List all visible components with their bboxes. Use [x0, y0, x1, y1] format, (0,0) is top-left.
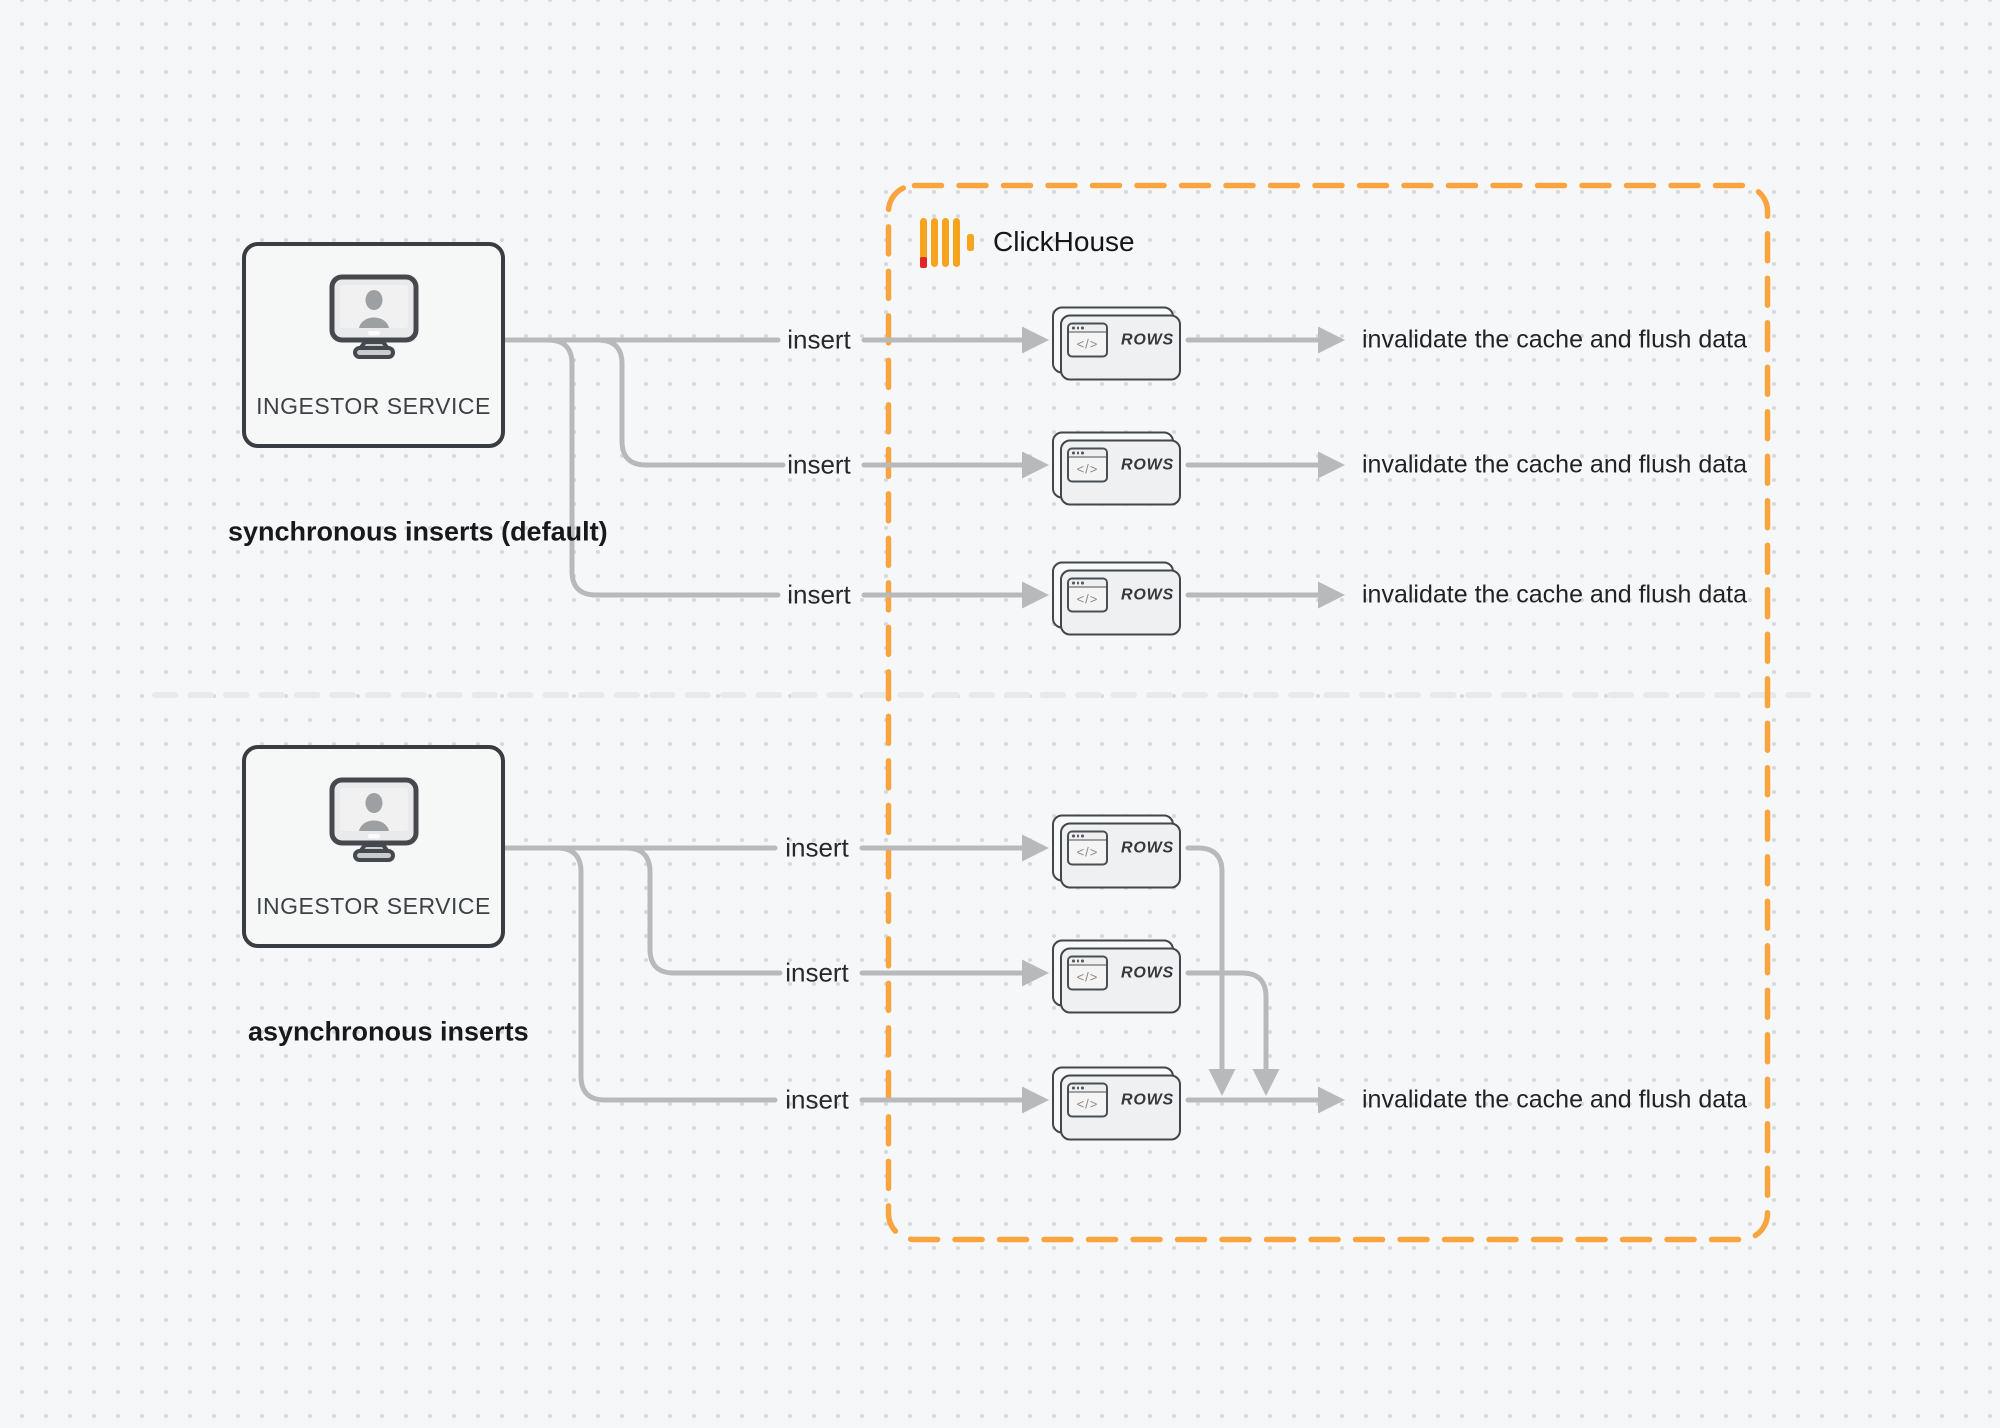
sync-connectors [502, 337, 1321, 598]
code-glyph: </> [1076, 336, 1099, 352]
code-window-icon: </> [1067, 955, 1108, 991]
rows-card-label: ROWS [1121, 839, 1174, 856]
code-glyph: </> [1076, 844, 1099, 860]
insert-label: insert [785, 1084, 849, 1115]
service-label: INGESTOR SERVICE [256, 393, 491, 419]
insert-label: insert [787, 449, 851, 480]
code-glyph: </> [1076, 461, 1099, 477]
window-dots [1069, 449, 1106, 458]
rows-card-label: ROWS [1121, 456, 1174, 473]
ingestor-service-box-sync: INGESTOR SERVICE [242, 242, 505, 448]
ingestor-service-box-async: INGESTOR SERVICE [242, 745, 505, 948]
clickhouse-logo-icon [920, 218, 1010, 268]
code-window-icon: </> [1067, 447, 1108, 483]
code-glyph: </> [1076, 591, 1099, 607]
sync-arrowheads [1022, 326, 1345, 609]
code-window-icon: </> [1067, 322, 1108, 358]
code-glyph: </> [1076, 969, 1099, 985]
code-window-icon: </> [1067, 1082, 1108, 1118]
rows-card: </> ROWS [1052, 431, 1181, 506]
insert-label: insert [785, 832, 849, 863]
code-window-icon: </> [1067, 830, 1108, 866]
result-label: invalidate the cache and flush data [1362, 325, 1747, 354]
rows-card: </> ROWS [1052, 939, 1181, 1014]
window-dots [1069, 957, 1106, 966]
result-label: invalidate the cache and flush data [1362, 450, 1747, 479]
insert-label: insert [787, 324, 851, 355]
result-label: invalidate the cache and flush data [1362, 580, 1747, 609]
rows-card: </> ROWS [1052, 1066, 1181, 1141]
insert-label: insert [787, 579, 851, 610]
rows-card-label: ROWS [1121, 1091, 1174, 1108]
rows-card: </> ROWS [1052, 561, 1181, 636]
async-arrowheads [1022, 834, 1345, 1114]
rows-card-label: ROWS [1121, 331, 1174, 348]
result-label: invalidate the cache and flush data [1362, 1085, 1747, 1114]
monitor-user-icon [329, 777, 418, 862]
rows-card: </> ROWS [1052, 814, 1181, 889]
insert-label: insert [785, 957, 849, 988]
async-caption: asynchronous inserts [248, 1016, 529, 1047]
monitor-user-icon [329, 274, 418, 359]
clickhouse-title: ClickHouse [993, 226, 1135, 257]
code-glyph: </> [1076, 1096, 1099, 1112]
rows-card: </> ROWS [1052, 306, 1181, 381]
rows-card-label: ROWS [1121, 586, 1174, 603]
window-dots [1069, 832, 1106, 841]
window-dots [1069, 1084, 1106, 1093]
async-connectors [502, 845, 1321, 1103]
service-label: INGESTOR SERVICE [256, 893, 491, 919]
clickhouse-dashed-border [885, 182, 1771, 1243]
window-dots [1069, 324, 1106, 333]
window-dots [1069, 579, 1106, 588]
sync-caption: synchronous inserts (default) [228, 516, 608, 547]
code-window-icon: </> [1067, 577, 1108, 613]
logo-red-accent [920, 257, 927, 268]
rows-card-label: ROWS [1121, 964, 1174, 981]
